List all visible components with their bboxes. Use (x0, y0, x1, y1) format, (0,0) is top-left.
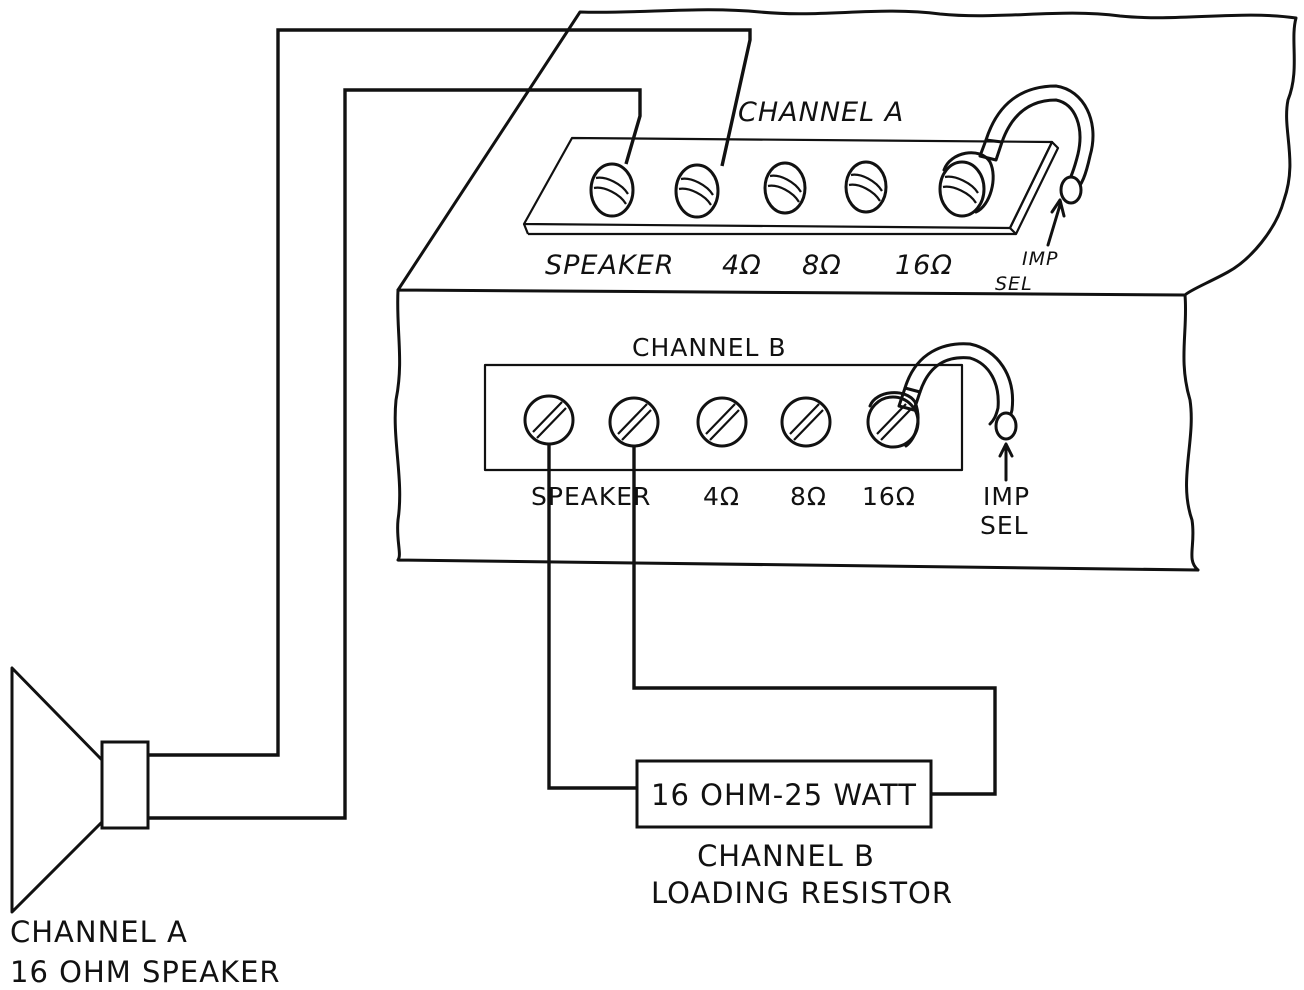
channel-a-terminal-strip (522, 136, 1060, 236)
channel-b-screw-16ohm (866, 391, 920, 449)
speaker-magnet (100, 740, 150, 830)
speaker-caption-line-2: 16 OHM SPEAKER (10, 955, 281, 989)
channel-b-wire-left (547, 444, 637, 790)
resistor-value: 16 OHM-25 WATT (651, 778, 917, 812)
channel-b-screw-speaker-2 (608, 396, 660, 448)
channel-b-screw-4ohm (696, 396, 748, 448)
speaker-wire-outer (148, 28, 752, 757)
channel-b-imp-sel-jumper (903, 342, 1015, 432)
channel-b-labels: CHANNEL B SPEAKER 4Ω 8Ω 16Ω IMP SEL (531, 333, 1030, 540)
channel-a-sel-label: SEL (995, 273, 1033, 295)
channel-a-imp-sel-arrow (1046, 198, 1066, 247)
channel-b-imp-label: IMP (983, 482, 1030, 511)
channel-b-screws (523, 342, 1018, 482)
channel-b-label-speaker: SPEAKER (531, 482, 651, 511)
channel-a-title: CHANNEL A (738, 97, 904, 128)
channel-a-labels: CHANNEL A SPEAKER 4Ω 8Ω 16Ω IMP SEL (545, 97, 1058, 295)
channel-b-wire-right (632, 446, 997, 796)
channel-b-imp-sel-arrow (998, 442, 1014, 482)
channel-a-imp-sel-jumper (984, 84, 1095, 194)
channel-b-sel-label: SEL (980, 511, 1029, 540)
channel-b-screw-speaker-1 (523, 394, 575, 446)
speaker-cone (10, 666, 104, 914)
resistor-caption-line-1: CHANNEL B (697, 839, 875, 873)
loading-resistor: 16 OHM-25 WATT CHANNEL B LOADING RESISTO… (635, 759, 953, 910)
speaker-caption-line-1: CHANNEL A (10, 915, 188, 949)
channel-b-terminal-strip (483, 363, 964, 472)
channel-a-label-speaker: SPEAKER (545, 250, 674, 281)
channel-b-label-4ohm: 4Ω (703, 482, 740, 511)
chassis-top-outline (396, 8, 1298, 297)
resistor-caption-line-2: LOADING RESISTOR (651, 876, 953, 910)
wiring (148, 28, 997, 820)
channel-b-label-8ohm: 8Ω (790, 482, 827, 511)
chassis-front-outline (393, 288, 1200, 572)
channel-b-imp-sel-jack (994, 411, 1018, 441)
channel-a-screw-8ohm (844, 160, 888, 214)
channel-b-label-16ohm: 16Ω (862, 482, 916, 511)
channel-a-screw-4ohm (763, 161, 807, 215)
channel-a-screw-speaker-2 (674, 163, 720, 219)
speaker: CHANNEL A 16 OHM SPEAKER (10, 666, 281, 989)
channel-a-label-8ohm: 8Ω (802, 250, 842, 281)
channel-a-screw-16ohm (938, 151, 995, 218)
resistor-body (635, 759, 933, 829)
channel-a-imp-label: IMP (1022, 248, 1058, 270)
channel-a-label-4ohm: 4Ω (722, 250, 762, 281)
speaker-wire-inner (148, 88, 642, 820)
channel-b-title: CHANNEL B (632, 333, 787, 362)
channel-a-imp-sel-jack (1059, 175, 1083, 205)
channel-a-screw-speaker-1 (589, 162, 635, 218)
channel-a-screws (589, 84, 1095, 247)
amplifier-chassis (393, 8, 1298, 572)
channel-b-screw-8ohm (780, 396, 832, 448)
channel-a-label-16ohm: 16Ω (895, 250, 953, 281)
